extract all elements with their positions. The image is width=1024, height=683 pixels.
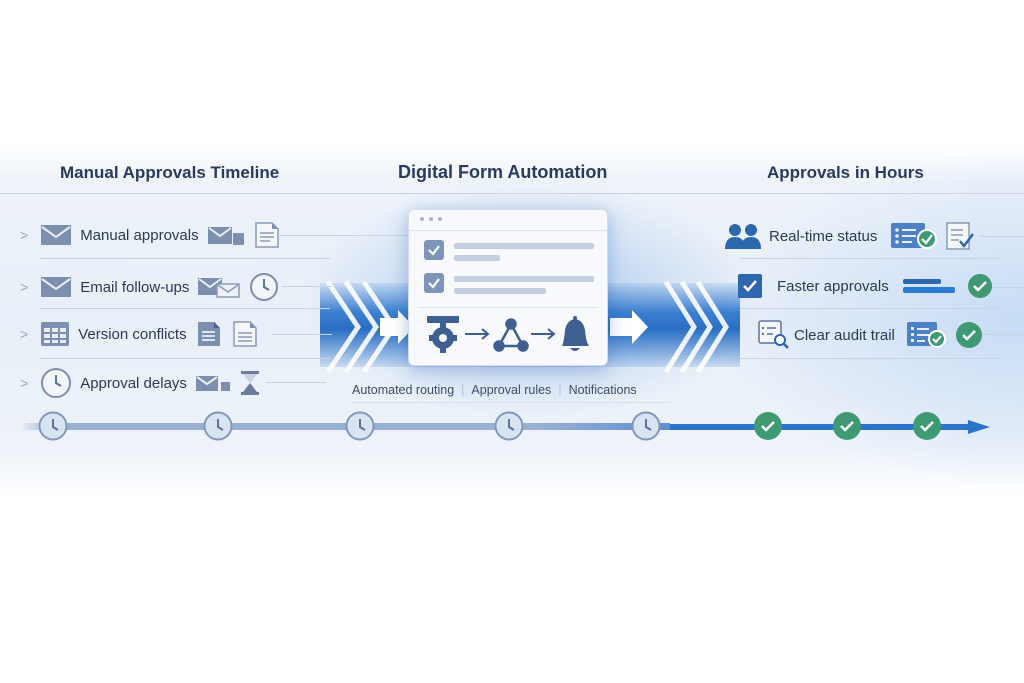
feature-caption: Automated routing | Approval rules | Notific… xyxy=(352,383,637,397)
feature-notifications: Notifications xyxy=(568,383,637,397)
row-line xyxy=(266,382,326,383)
row-divider xyxy=(40,358,330,359)
card-divider xyxy=(409,230,607,231)
right-heading: Approvals in Hours xyxy=(767,163,924,182)
clock-icon xyxy=(494,411,524,441)
checklist-check-icon xyxy=(906,322,946,348)
list-item-version-conflicts: > Version conflicts xyxy=(20,320,259,348)
feature-approval-rules: Approval rules xyxy=(471,383,552,397)
envelope-icon xyxy=(41,225,72,245)
chevron-right-icon: > xyxy=(20,326,29,342)
clock-icon xyxy=(250,273,279,301)
row-divider xyxy=(40,258,330,259)
checkbox-icon xyxy=(738,274,762,298)
separator: | xyxy=(461,383,465,397)
header-divider xyxy=(0,193,1024,194)
chevrons-in-icon xyxy=(325,280,414,374)
placeholder-line xyxy=(454,243,594,249)
item-label: Manual approvals xyxy=(80,226,199,244)
left-heading: Manual Approvals Timeline xyxy=(60,163,280,182)
row-line xyxy=(980,236,1024,237)
feature-automated-routing: Automated routing xyxy=(352,383,455,397)
envelope-icon xyxy=(41,277,72,297)
check-circle-icon xyxy=(833,412,861,440)
clock-icon xyxy=(203,411,233,441)
hourglass-icon xyxy=(240,371,259,395)
chevron-right-icon: > xyxy=(20,227,29,243)
chevrons-out-icon xyxy=(610,280,729,374)
automation-form-card xyxy=(408,209,608,366)
envelope-icon xyxy=(195,376,230,391)
row-line xyxy=(980,334,1024,335)
bell-icon xyxy=(562,316,589,351)
clock-icon xyxy=(38,411,68,441)
row-divider xyxy=(740,258,1000,259)
row-divider xyxy=(740,358,1000,359)
center-heading: Digital Form Automation xyxy=(398,162,608,182)
placeholder-line xyxy=(454,288,546,294)
row-line xyxy=(272,334,332,335)
audit-search-icon xyxy=(758,320,789,349)
list-item-approval-delays: > Approval delays xyxy=(20,367,261,399)
check-circle-icon xyxy=(754,412,782,440)
list-item-manual-approvals: > Manual approvals xyxy=(20,221,281,249)
timeline-track-pending xyxy=(20,423,670,430)
network-icon xyxy=(493,318,529,352)
row-divider xyxy=(740,308,1000,309)
check-circle-icon xyxy=(955,322,982,348)
signed-document-icon xyxy=(946,222,975,250)
checkbox-checked-icon[interactable] xyxy=(424,273,444,293)
card-divider xyxy=(419,307,597,308)
gear-router-icon xyxy=(427,316,459,353)
placeholder-line xyxy=(454,276,594,282)
window-dots xyxy=(420,217,442,221)
row-line xyxy=(280,235,410,236)
item-label: Version conflicts xyxy=(78,325,187,343)
row-divider xyxy=(40,308,330,309)
envelope-stack-icon xyxy=(207,227,244,245)
check-circle-icon xyxy=(967,274,992,298)
item-label: Faster approvals xyxy=(777,277,889,295)
document-filled-icon xyxy=(197,322,220,346)
item-label: Clear audit trail xyxy=(794,326,895,344)
timeline-track-complete xyxy=(670,424,970,430)
list-item-email-follow-ups: > Email follow-ups xyxy=(20,272,279,302)
check-circle-icon xyxy=(913,412,941,440)
checklist-check-icon xyxy=(891,223,938,249)
document-icon xyxy=(254,222,279,248)
checkbox-checked-icon[interactable] xyxy=(424,240,444,260)
item-label: Approval delays xyxy=(80,374,187,392)
chevron-right-icon: > xyxy=(20,279,29,295)
progress-bars-icon xyxy=(902,279,955,293)
document-icon xyxy=(232,321,257,347)
row-line xyxy=(282,286,332,287)
placeholder-line xyxy=(454,255,500,261)
separator: | xyxy=(558,383,562,397)
spreadsheet-icon xyxy=(41,322,70,346)
caption-underline xyxy=(350,402,670,403)
item-label: Email follow-ups xyxy=(80,278,190,296)
list-item-faster-approvals: Faster approvals xyxy=(737,273,993,299)
chevron-right-icon: > xyxy=(20,375,29,391)
clock-icon xyxy=(41,368,72,398)
clock-icon xyxy=(345,411,375,441)
list-item-clear-audit-trail: Clear audit trail xyxy=(758,320,983,350)
timeline-arrow-icon xyxy=(968,420,990,434)
item-label: Real-time status xyxy=(769,227,878,245)
users-icon xyxy=(725,224,761,249)
envelopes-icon xyxy=(198,278,241,298)
row-line xyxy=(980,287,1024,288)
workflow-flow-icons xyxy=(427,316,589,353)
clock-icon xyxy=(631,411,661,441)
list-item-real-time-status: Real-time status xyxy=(725,221,975,251)
